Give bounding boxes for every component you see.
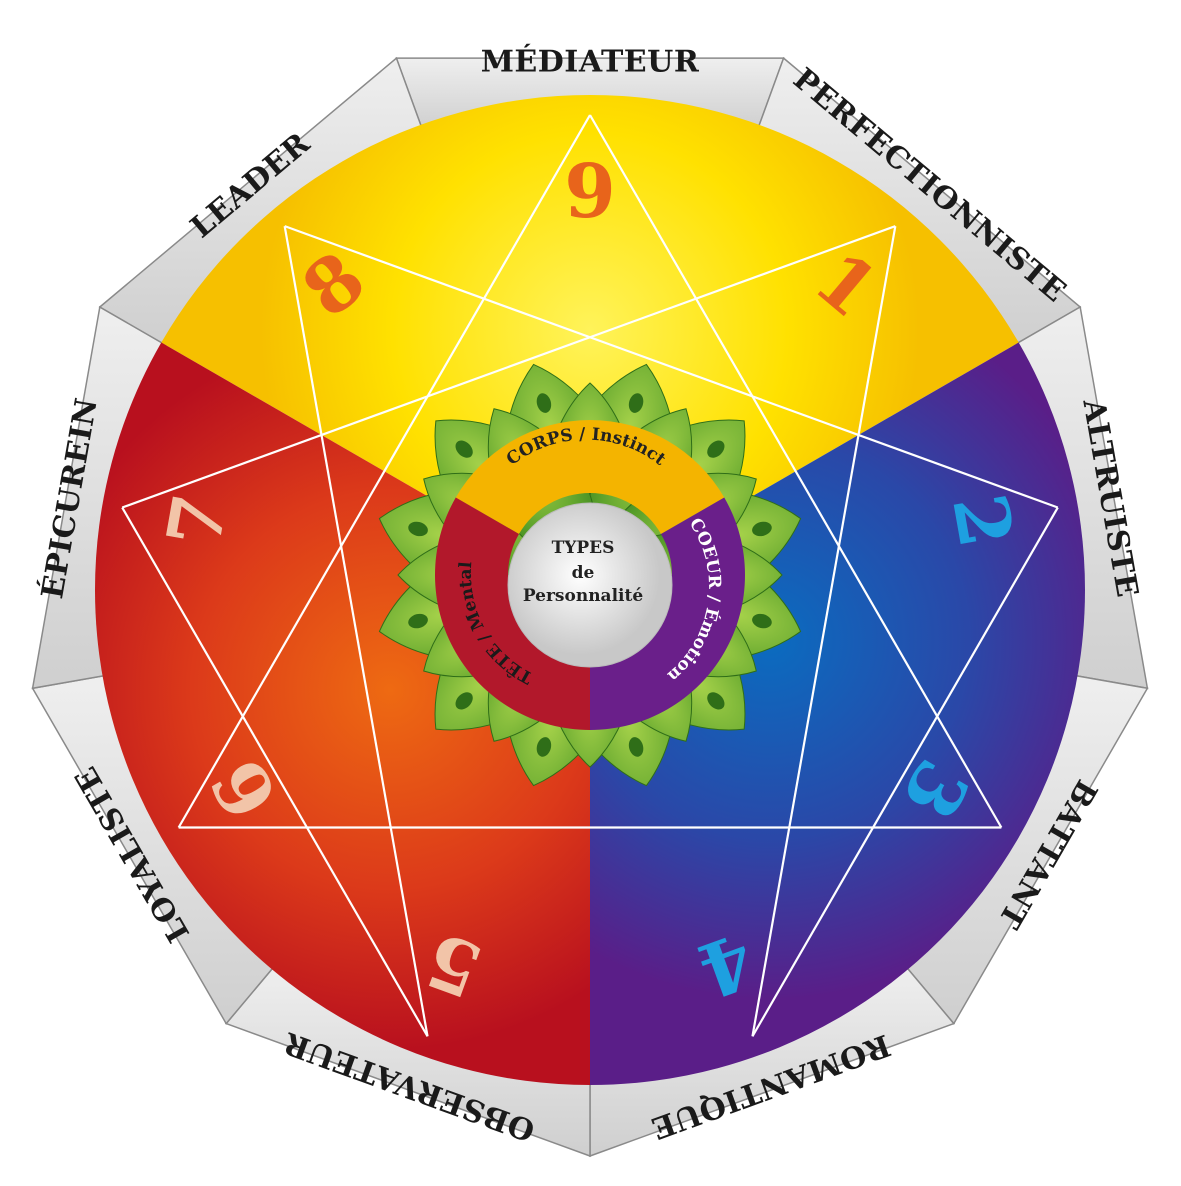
ring-segment-corps: [455, 419, 725, 534]
leaf-spot-11: [455, 440, 473, 458]
ring-segment-coeur: [590, 497, 745, 730]
leaf-spot-9: [408, 613, 428, 629]
leaf-spot-4: [752, 613, 772, 629]
enneagram-lines: [121, 114, 1059, 1037]
leaf-spot-1: [628, 393, 644, 413]
type-label-9: MÉDIATEUR: [481, 44, 700, 80]
triangle-line-9-3: [589, 114, 1003, 829]
triangle-line-6-9: [177, 114, 591, 829]
center-title-line3: Personnalité: [523, 586, 644, 606]
hexad-line-7-1: [121, 225, 896, 509]
leaf-spot-6: [628, 737, 644, 757]
leaf-spot-7: [536, 737, 552, 757]
hexad-line-5-7: [121, 506, 429, 1037]
center-disc: [507, 502, 673, 668]
leaf-spot-2: [707, 440, 725, 458]
sector-body-yellow: [161, 95, 1019, 590]
hexad-line-8-5: [283, 225, 429, 1037]
leaf-spot-12: [536, 393, 552, 413]
type-number-9: 9: [564, 149, 616, 235]
leaf-spot-3: [752, 521, 772, 537]
leaf-spot-10: [408, 521, 428, 537]
ring-segment-tete: [435, 497, 590, 730]
leaf-spot-8: [455, 692, 473, 710]
leaf-spot-5: [707, 692, 725, 710]
hexad-line-2-8: [284, 225, 1059, 509]
hexad-line-4-2: [751, 506, 1059, 1037]
hexad-line-1-4: [751, 225, 897, 1037]
center-title-line1: TYPES: [552, 538, 615, 558]
center-title-line2: de: [572, 563, 595, 583]
